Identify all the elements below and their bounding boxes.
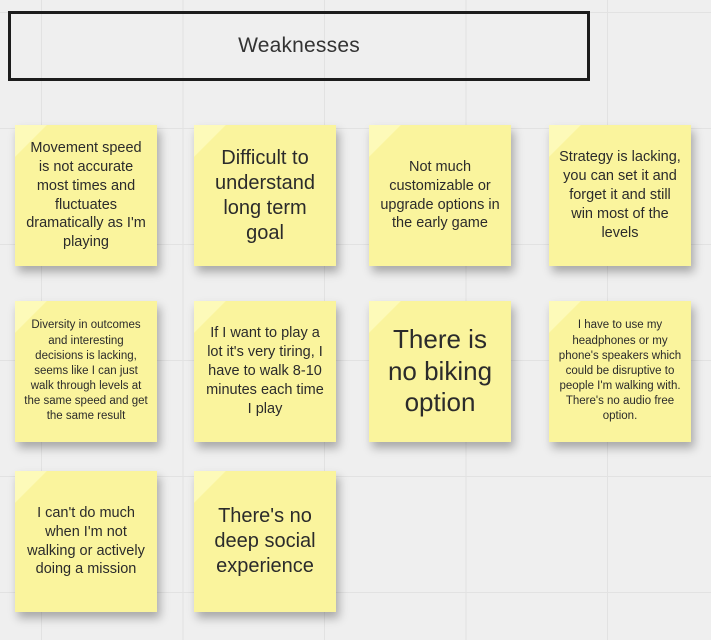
sticky-note[interactable]: I can't do much when I'm not walking or … bbox=[15, 471, 157, 612]
sticky-note[interactable]: Movement speed is not accurate most time… bbox=[15, 125, 157, 266]
sticky-note-text: Not much customizable or upgrade options… bbox=[380, 158, 500, 232]
sticky-note[interactable]: If I want to play a lot it's very tiring… bbox=[194, 301, 336, 442]
section-title: Weaknesses bbox=[238, 34, 360, 57]
sticky-note[interactable]: Diversity in outcomes and interesting de… bbox=[15, 301, 157, 442]
sticky-note[interactable]: Difficult to understand long term goal bbox=[194, 125, 336, 266]
sticky-note[interactable]: Not much customizable or upgrade options… bbox=[369, 125, 511, 266]
sticky-note-text: I can't do much when I'm not walking or … bbox=[27, 504, 145, 578]
sticky-note-text: If I want to play a lot it's very tiring… bbox=[206, 325, 324, 417]
sticky-note[interactable]: Strategy is lacking, you can set it and … bbox=[549, 125, 691, 266]
section-frame-weaknesses[interactable]: Weaknesses bbox=[8, 11, 590, 81]
sticky-note[interactable]: There's no deep social experience bbox=[194, 471, 336, 612]
sticky-note-text: Diversity in outcomes and interesting de… bbox=[24, 319, 148, 423]
sticky-note-text: There is no biking option bbox=[387, 323, 493, 418]
sticky-note-text: I have to use my headphones or my phone'… bbox=[558, 319, 682, 423]
sticky-note-text: There's no deep social experience bbox=[214, 505, 316, 577]
sticky-note-text: Strategy is lacking, you can set it and … bbox=[559, 149, 681, 241]
sticky-note[interactable]: I have to use my headphones or my phone'… bbox=[549, 301, 691, 442]
sticky-note-text: Difficult to understand long term goal bbox=[214, 146, 316, 244]
sticky-note[interactable]: There is no biking option bbox=[369, 301, 511, 442]
sticky-note-text: Movement speed is not accurate most time… bbox=[26, 139, 146, 251]
